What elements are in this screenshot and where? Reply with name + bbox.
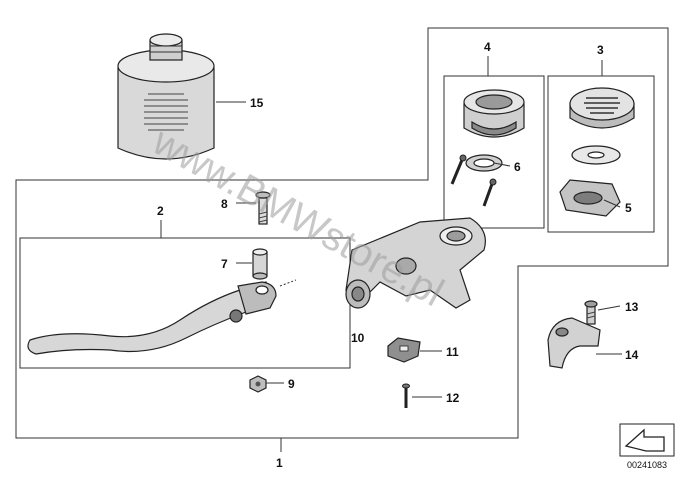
callout-12: 12 xyxy=(446,391,460,405)
insert-part xyxy=(559,179,621,217)
callout-7: 7 xyxy=(221,257,228,271)
small-screw-right xyxy=(482,178,497,207)
reservoir-cover-part xyxy=(569,87,635,129)
callout-13: 13 xyxy=(625,300,639,314)
watermark-text: www.BMWstore.pl xyxy=(145,119,451,315)
assembly-4-frame xyxy=(443,75,545,229)
small-screw-left xyxy=(450,154,467,185)
handlebar-clamp-part xyxy=(547,317,601,369)
callout-14: 14 xyxy=(625,348,639,362)
callout-3: 3 xyxy=(597,43,604,57)
clutch-lever-part xyxy=(27,279,297,355)
switch-screw-part xyxy=(402,383,410,408)
callout-5: 5 xyxy=(625,201,632,215)
arrow-icon xyxy=(624,428,665,452)
master-cylinder-housing-part xyxy=(345,217,486,309)
clamp-screw-part xyxy=(584,300,598,325)
o-ring-part xyxy=(465,154,503,172)
micro-switch-part xyxy=(387,337,421,363)
pivot-bolt-part xyxy=(255,191,271,225)
leader-lines xyxy=(160,56,622,452)
sleeve-part xyxy=(252,248,268,280)
document-number: 00241083 xyxy=(627,460,667,470)
document-reference: 00241083 xyxy=(619,423,675,470)
fluid-container-part xyxy=(117,33,215,160)
reservoir-part xyxy=(463,89,525,138)
callout-15: 15 xyxy=(250,96,264,110)
callout-6: 6 xyxy=(514,160,521,174)
callout-labels: 1 2 3 4 5 6 7 8 9 10 11 12 13 14 15 xyxy=(157,40,639,470)
assembly-1-frame xyxy=(15,27,669,439)
callout-9: 9 xyxy=(288,377,295,391)
callout-4: 4 xyxy=(484,40,491,54)
assembly-3-frame xyxy=(547,75,655,233)
membrane-part xyxy=(571,145,621,165)
callout-11: 11 xyxy=(446,345,459,359)
hex-nut-part xyxy=(249,375,267,393)
callout-1: 1 xyxy=(276,456,283,470)
callout-8: 8 xyxy=(221,197,228,211)
callout-10: 10 xyxy=(351,331,365,345)
callout-2: 2 xyxy=(157,204,164,218)
